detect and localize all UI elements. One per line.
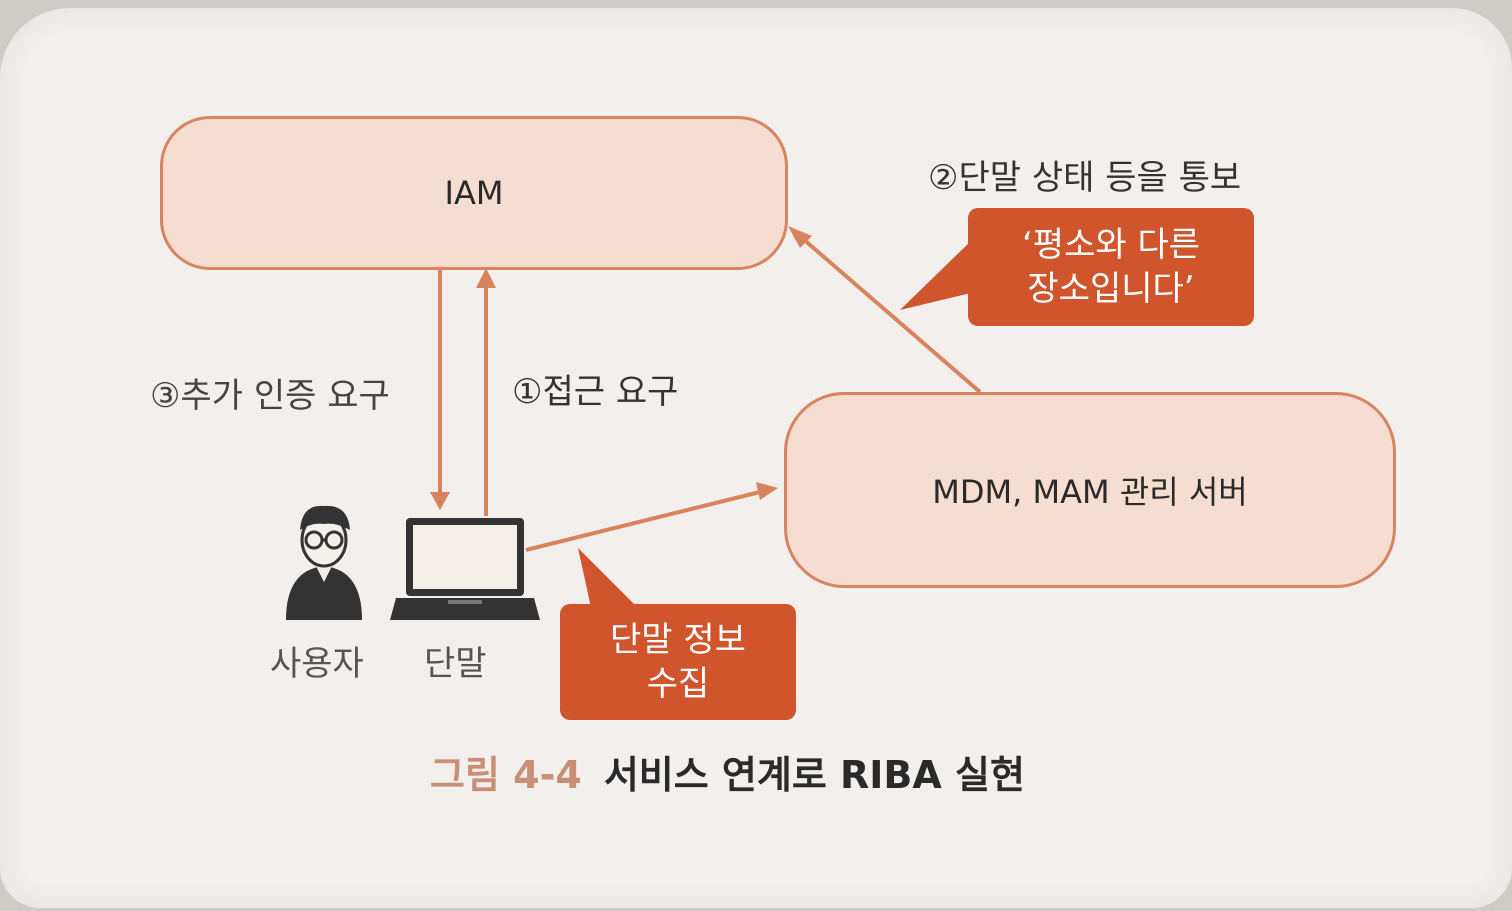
callout-collect-tail: [578, 548, 640, 612]
user-label: 사용자: [270, 644, 364, 684]
callout-place-line2: 장소입니다’: [1027, 269, 1195, 309]
device-label: 단말: [424, 644, 487, 684]
iam-node: IAM: [160, 116, 788, 270]
mdm-server-node: MDM, MAM 관리 서버: [784, 392, 1396, 588]
step1-label: ①접근 요구: [512, 372, 679, 412]
callout-collect-line2: 수집: [646, 664, 710, 704]
callout-collect-line1: 단말 정보: [610, 620, 746, 660]
user-icon: [286, 505, 362, 620]
figure-caption: 그림 4-4 서비스 연계로 RIBA 실현: [430, 744, 1025, 799]
arrow-collect-info: [525, 490, 761, 552]
callout-place-tail: [900, 240, 975, 310]
step3-label: ③추가 인증 요구: [150, 376, 390, 416]
mdm-label: MDM, MAM 관리 서버: [932, 473, 1248, 511]
arrow-notify-status: [800, 236, 982, 394]
caption-number: 그림 4-4: [430, 753, 582, 797]
laptop-icon: [390, 518, 540, 620]
iam-label: IAM: [444, 174, 504, 212]
callout-place-line1: ‘평소와 다른: [1021, 225, 1200, 265]
caption-title: 서비스 연계로 RIBA 실현: [603, 753, 1025, 797]
step2-label: ②단말 상태 등을 통보: [928, 158, 1242, 198]
callout-collect-info: 단말 정보 수집: [560, 604, 796, 720]
callout-unusual-location: ‘평소와 다른 장소입니다’: [968, 208, 1254, 326]
